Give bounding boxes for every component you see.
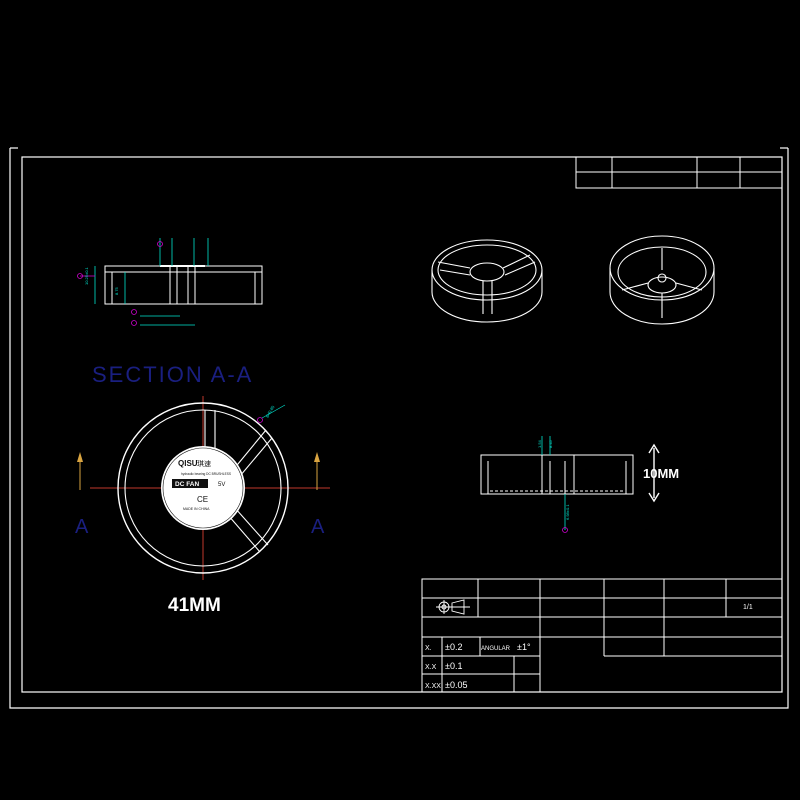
fan-subtitle: hydraulic bearing DC BRUSHLESS [181,472,231,476]
front-section-dims [94,238,209,326]
fan-top-view: QISU 琪速 hydraulic bearing DC BRUSHLESS D… [90,396,330,580]
tol-format-1: X. [425,645,432,652]
projection-symbol-icon [436,599,470,615]
sheet-outer-border [9,148,789,709]
fan-brand: QISU [178,459,198,468]
angular-value: ±1° [517,642,531,652]
cut-arrow-left [77,452,83,490]
sheet-inner-frame [21,156,783,693]
height-caption: 10MM [643,466,679,481]
side-section-view [480,454,634,495]
front-section-view [104,265,263,305]
cut-arrow-right [314,452,320,490]
cut-marker-left: A [75,516,89,538]
dim-text-side-a: 1.54 [537,439,542,448]
isometric-view-top [431,239,543,323]
sheet-number: 1/1 [743,604,753,611]
title-block [421,578,783,693]
dim-text-inner: 8.75 [114,286,119,295]
fan-origin: MADE IN CHINA [183,507,210,511]
dim-text-height: 10.25±0.1 [84,266,89,285]
side-section-dims [541,436,566,530]
fan-inner-ring [124,409,282,567]
fan-model: DC FAN [175,481,200,488]
revision-block [575,156,783,189]
tol-value-3: ±0.05 [445,680,467,690]
fan-brand-cjk: 琪速 [197,459,211,468]
isometric-view-bottom [609,235,715,325]
front-section-leaders [77,241,163,326]
tol-value-1: ±0.2 [445,642,462,652]
tol-value-2: ±0.1 [445,661,462,671]
width-caption: 41MM [168,595,221,616]
dim-text-side-c: 6.98±0.1 [565,504,570,520]
ce-mark: CE [197,495,208,504]
tol-format-3: X.XX [425,683,441,690]
fan-struts [204,410,273,553]
fan-outer-ring [117,402,289,574]
tol-format-2: X.X [425,664,437,671]
section-label: SECTION A-A [92,362,253,387]
dim-text-side-b: 8.45 [548,439,553,448]
height-arrow-icon [648,443,660,503]
cut-marker-right: A [311,516,325,538]
fan-voltage: 5V [218,482,225,488]
dim-text-diameter: Ø40.85 [265,404,276,419]
fan-model-box [172,479,208,488]
angular-label: ANGULAR [481,646,511,652]
